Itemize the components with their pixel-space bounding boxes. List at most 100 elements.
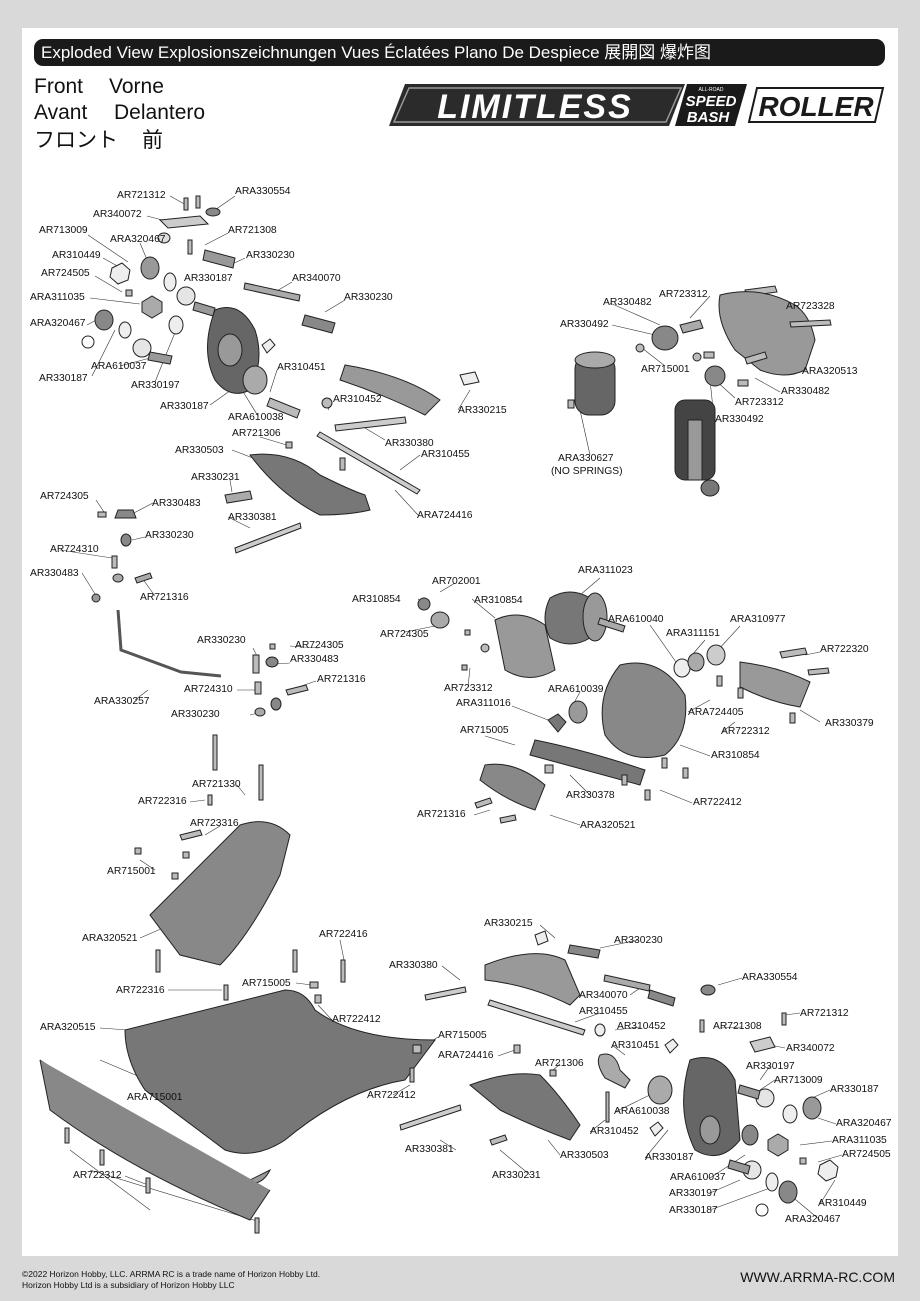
ball-end-icon: [114, 509, 137, 519]
hinge-pin-icon: [334, 416, 407, 432]
part-label: AR330187: [830, 1084, 879, 1095]
part-label: AR310452: [617, 1021, 666, 1032]
rod-end-icon: [700, 984, 716, 996]
clip-icon: [459, 371, 480, 386]
speedbash-logo-bg: [675, 84, 747, 126]
screw-icon: [716, 675, 723, 687]
pin-icon: [605, 1091, 610, 1123]
spacer-icon: [118, 321, 132, 339]
o-ring-icon: [81, 335, 95, 349]
part-label: AR721306: [232, 428, 281, 439]
spacer-icon: [765, 1172, 779, 1192]
bumper-body-icon: [39, 1059, 271, 1221]
screw-icon: [480, 643, 490, 653]
ball-stud-icon: [727, 1159, 751, 1175]
part-label: AR330230: [197, 635, 246, 646]
part-label: AR310449: [818, 1198, 867, 1209]
limitless-logo-bg: [389, 84, 685, 126]
part-label: AR330483: [152, 498, 201, 509]
part-label: AR713009: [774, 1075, 823, 1086]
turnbuckle-end-icon: [202, 249, 236, 269]
heading-avant: Avant: [34, 101, 88, 124]
part-label: ARA320521: [580, 820, 636, 831]
part-label: ARA610040: [608, 614, 664, 625]
screw-icon: [179, 829, 203, 841]
clip-icon: [534, 930, 549, 946]
bearing-icon: [568, 700, 588, 724]
screw-icon: [182, 851, 190, 859]
bearing-icon: [706, 644, 726, 666]
screw-icon: [779, 647, 808, 659]
shock-shaft-icon: [687, 419, 703, 481]
speedbash-logo-small: ALL-ROAD: [698, 87, 723, 93]
nut-icon: [109, 262, 131, 285]
clip-icon: [649, 1121, 664, 1137]
part-label: AR724305: [40, 491, 89, 502]
part-label: AR310854: [711, 750, 760, 761]
screw-icon: [254, 1217, 260, 1234]
screw-icon: [567, 399, 575, 409]
setscrew-icon: [91, 593, 101, 603]
part-label: AR310451: [277, 362, 326, 373]
hub-bearing-icon: [242, 365, 268, 395]
copyright-line1: ©2022 Horizon Hobby, LLC. ARRMA RC is a …: [22, 1269, 321, 1279]
ball-stud-icon: [679, 319, 704, 334]
part-label: ARA724405: [688, 707, 744, 718]
part-label: AR330187: [669, 1205, 718, 1216]
part-label: AR330230: [614, 935, 663, 946]
screw-icon: [99, 1149, 105, 1166]
screw-icon: [703, 351, 715, 359]
spacer-icon: [782, 1104, 798, 1124]
part-label: ARA311023: [578, 565, 633, 576]
hinge-pin-icon: [424, 986, 467, 1001]
chassis-plate-icon: [124, 989, 436, 1154]
screw-icon: [644, 789, 651, 801]
gearbox-parts: [417, 591, 830, 824]
ball-stud-icon: [744, 351, 768, 365]
shock-tower-icon: [718, 291, 816, 376]
limitless-logo-border: [392, 87, 683, 123]
shock-assembly: [567, 285, 832, 497]
part-label: AR715001: [107, 866, 156, 877]
hub-bearing-icon: [647, 1075, 673, 1105]
website-link[interactable]: WWW.ARRMA-RC.COM: [740, 1269, 895, 1285]
part-label: AR310451: [611, 1040, 660, 1051]
screw-icon: [789, 712, 796, 724]
part-label: AR330215: [458, 405, 507, 416]
part-label: ARA610039: [548, 684, 604, 695]
bearing-icon: [430, 611, 450, 629]
part-label: AR330197: [669, 1188, 718, 1199]
part-label: AR330381: [228, 512, 277, 523]
limitless-logo-text: LIMITLESS: [437, 88, 633, 126]
shock-end-icon: [704, 365, 726, 387]
part-label: AR723312: [444, 683, 493, 694]
pin-icon: [224, 490, 253, 504]
part-label: AR330197: [131, 380, 180, 391]
part-label: AR721306: [535, 1058, 584, 1069]
screw-icon: [621, 774, 628, 786]
diff-mount-icon: [479, 763, 546, 811]
screw-icon: [183, 197, 189, 211]
part-label: AR722316: [138, 796, 187, 807]
speedbash-logo-speed: SPEED: [686, 93, 737, 110]
part-label: ARA320521: [82, 933, 138, 944]
part-label: AR330231: [492, 1170, 541, 1181]
part-label: AR722416: [319, 929, 368, 940]
part-label: AR330482: [603, 297, 652, 308]
knuckle-bore-icon: [217, 333, 243, 367]
nut-icon: [309, 981, 319, 989]
part-label: ARA330257: [94, 696, 150, 707]
part-label: AR330378: [566, 790, 615, 801]
part-label: ARA610038: [228, 412, 284, 423]
part-label: AR310449: [52, 250, 101, 261]
servo-saver-icon: [417, 597, 431, 611]
part-label: AR310854: [352, 594, 401, 605]
link-bracket-icon: [749, 1036, 776, 1053]
part-label: AR723328: [786, 301, 835, 312]
screw-icon: [799, 1157, 807, 1165]
part-label: AR715001: [641, 364, 690, 375]
part-label: AR340072: [93, 209, 142, 220]
part-label: AR723312: [659, 289, 708, 300]
